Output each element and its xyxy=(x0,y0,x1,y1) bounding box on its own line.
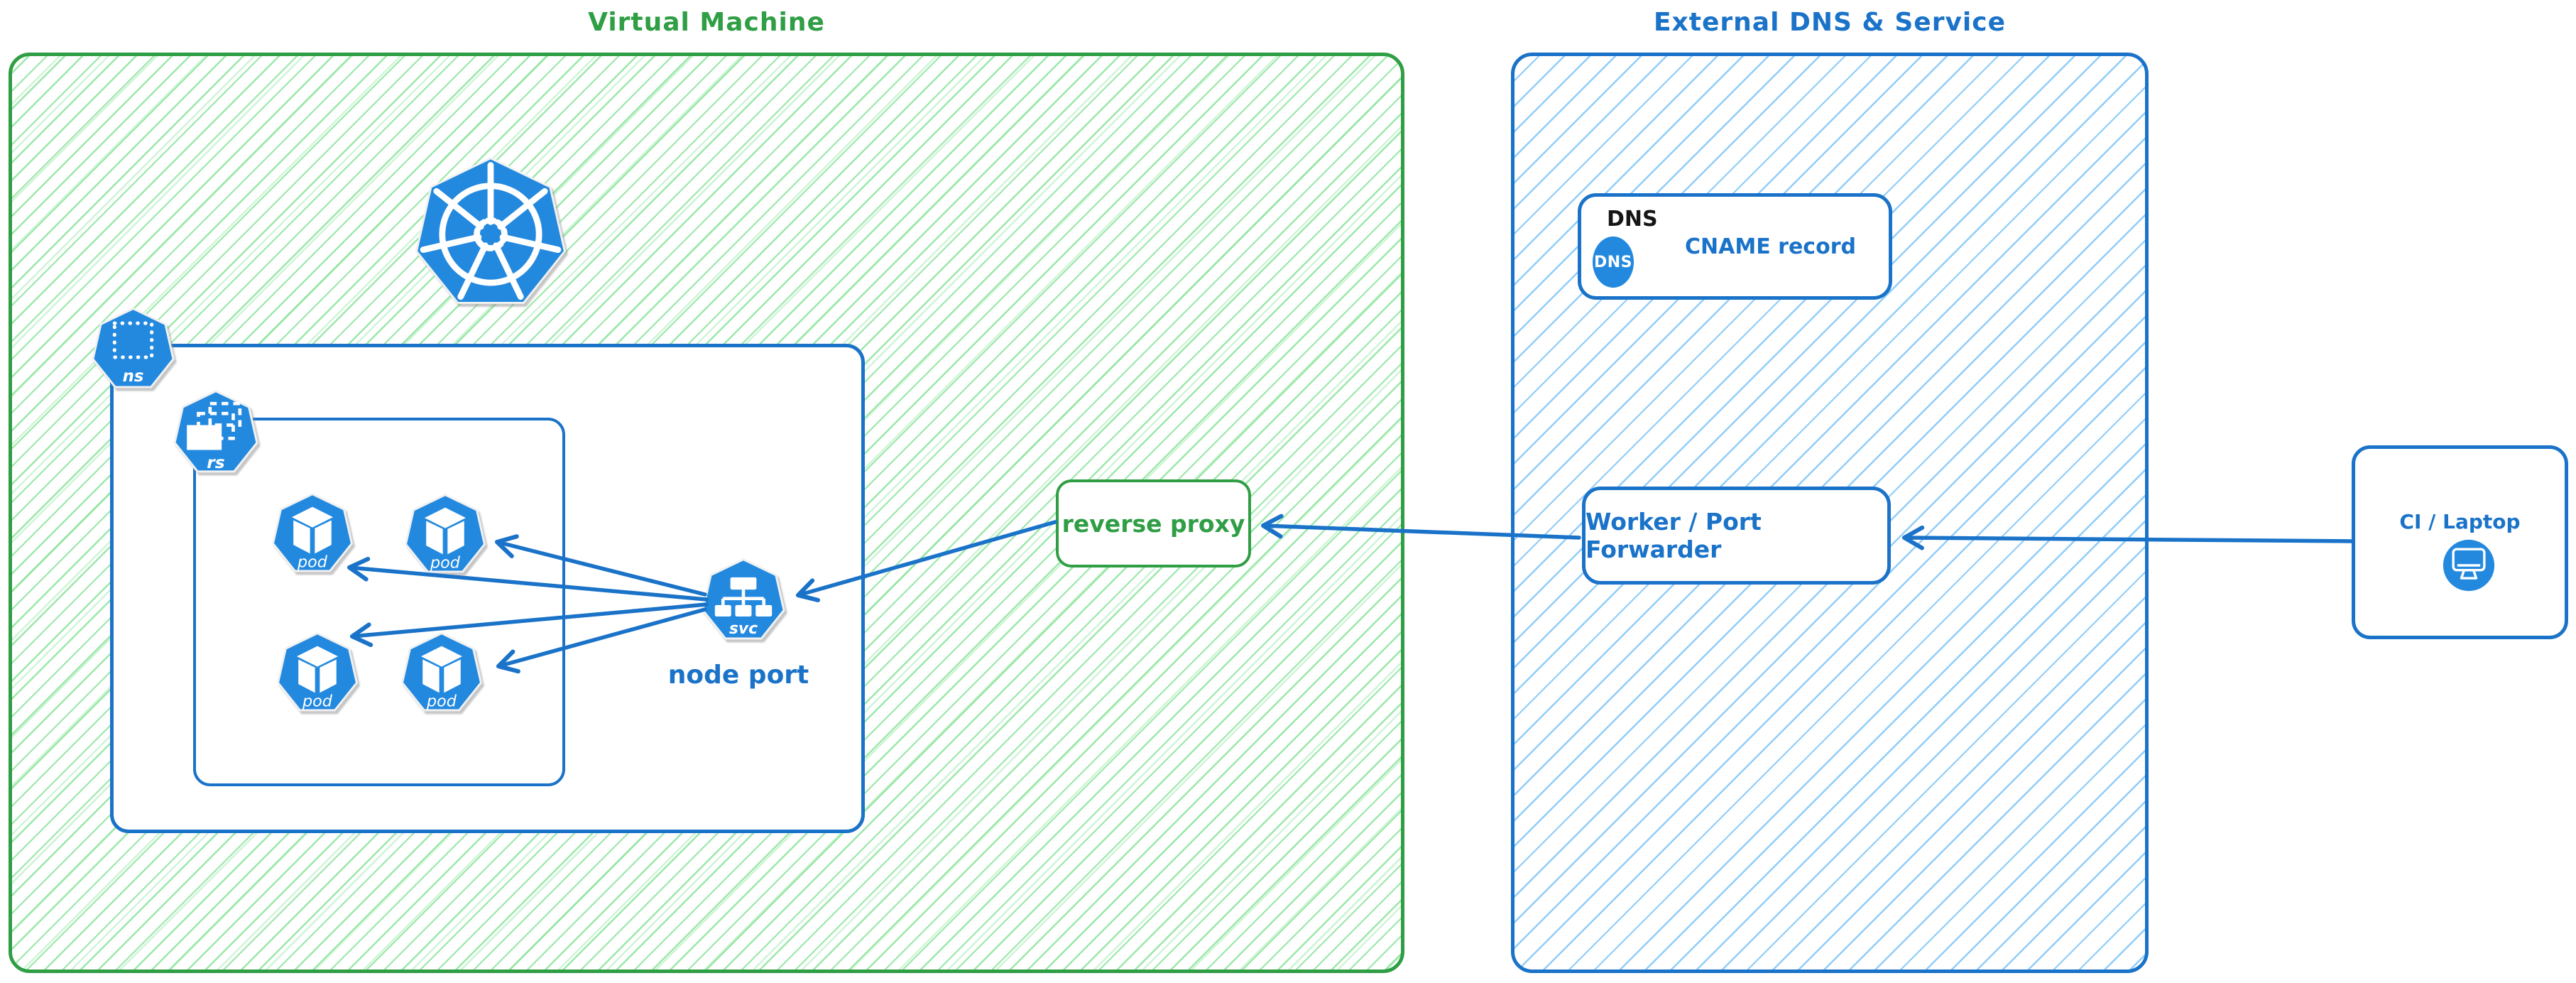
node-port-label: node port xyxy=(667,661,809,690)
cube-icon xyxy=(421,646,462,693)
replicaset-icon-label: rs xyxy=(207,452,225,472)
layered-rects-icon xyxy=(187,401,242,450)
ci-laptop-box: CI / Laptop xyxy=(2352,445,2568,639)
monitor-icon xyxy=(2443,539,2495,592)
pod-icon-label: pod xyxy=(426,692,457,710)
dns-icon: DNS xyxy=(1593,237,1634,288)
worker-port-forwarder-label: Worker / Port Forwarder xyxy=(1586,508,1762,563)
replicaset-box xyxy=(193,418,565,786)
virtual-machine-title: Virtual Machine xyxy=(588,8,825,37)
dns-card-header: DNS xyxy=(1607,207,1658,232)
cube-icon xyxy=(297,646,338,693)
cname-record-label: CNAME record xyxy=(1685,234,1856,259)
service-icon: svc xyxy=(702,558,785,640)
pod-icon-label: pod xyxy=(297,553,328,571)
pod-icon-label: pod xyxy=(430,553,461,572)
dotted-square-icon xyxy=(112,321,154,359)
replicaset-icon: rs xyxy=(173,389,258,473)
helm-wheel-icon xyxy=(420,162,562,300)
service-icon-label: svc xyxy=(729,620,758,638)
ci-laptop-label: CI / Laptop xyxy=(2399,510,2521,533)
pod-icon: pod xyxy=(276,632,359,712)
tree-icon xyxy=(714,577,773,617)
cube-icon xyxy=(292,506,333,554)
namespace-icon-label: ns xyxy=(123,367,144,386)
pod-icon-label: pod xyxy=(302,692,333,710)
namespace-icon: ns xyxy=(92,307,175,389)
pod-icon: pod xyxy=(271,493,354,572)
pod-icon: pod xyxy=(404,494,486,573)
reverse-proxy-box: reverse proxy xyxy=(1056,479,1251,567)
kubernetes-logo xyxy=(415,157,566,304)
cube-icon xyxy=(425,507,466,555)
reverse-proxy-label: reverse proxy xyxy=(1061,509,1245,538)
worker-port-forwarder-box: Worker / Port Forwarder xyxy=(1582,487,1891,585)
dns-cname-card: DNS DNS CNAME record xyxy=(1578,193,1892,300)
external-region-title: External DNS & Service xyxy=(1653,8,2007,37)
pod-icon: pod xyxy=(400,632,483,712)
